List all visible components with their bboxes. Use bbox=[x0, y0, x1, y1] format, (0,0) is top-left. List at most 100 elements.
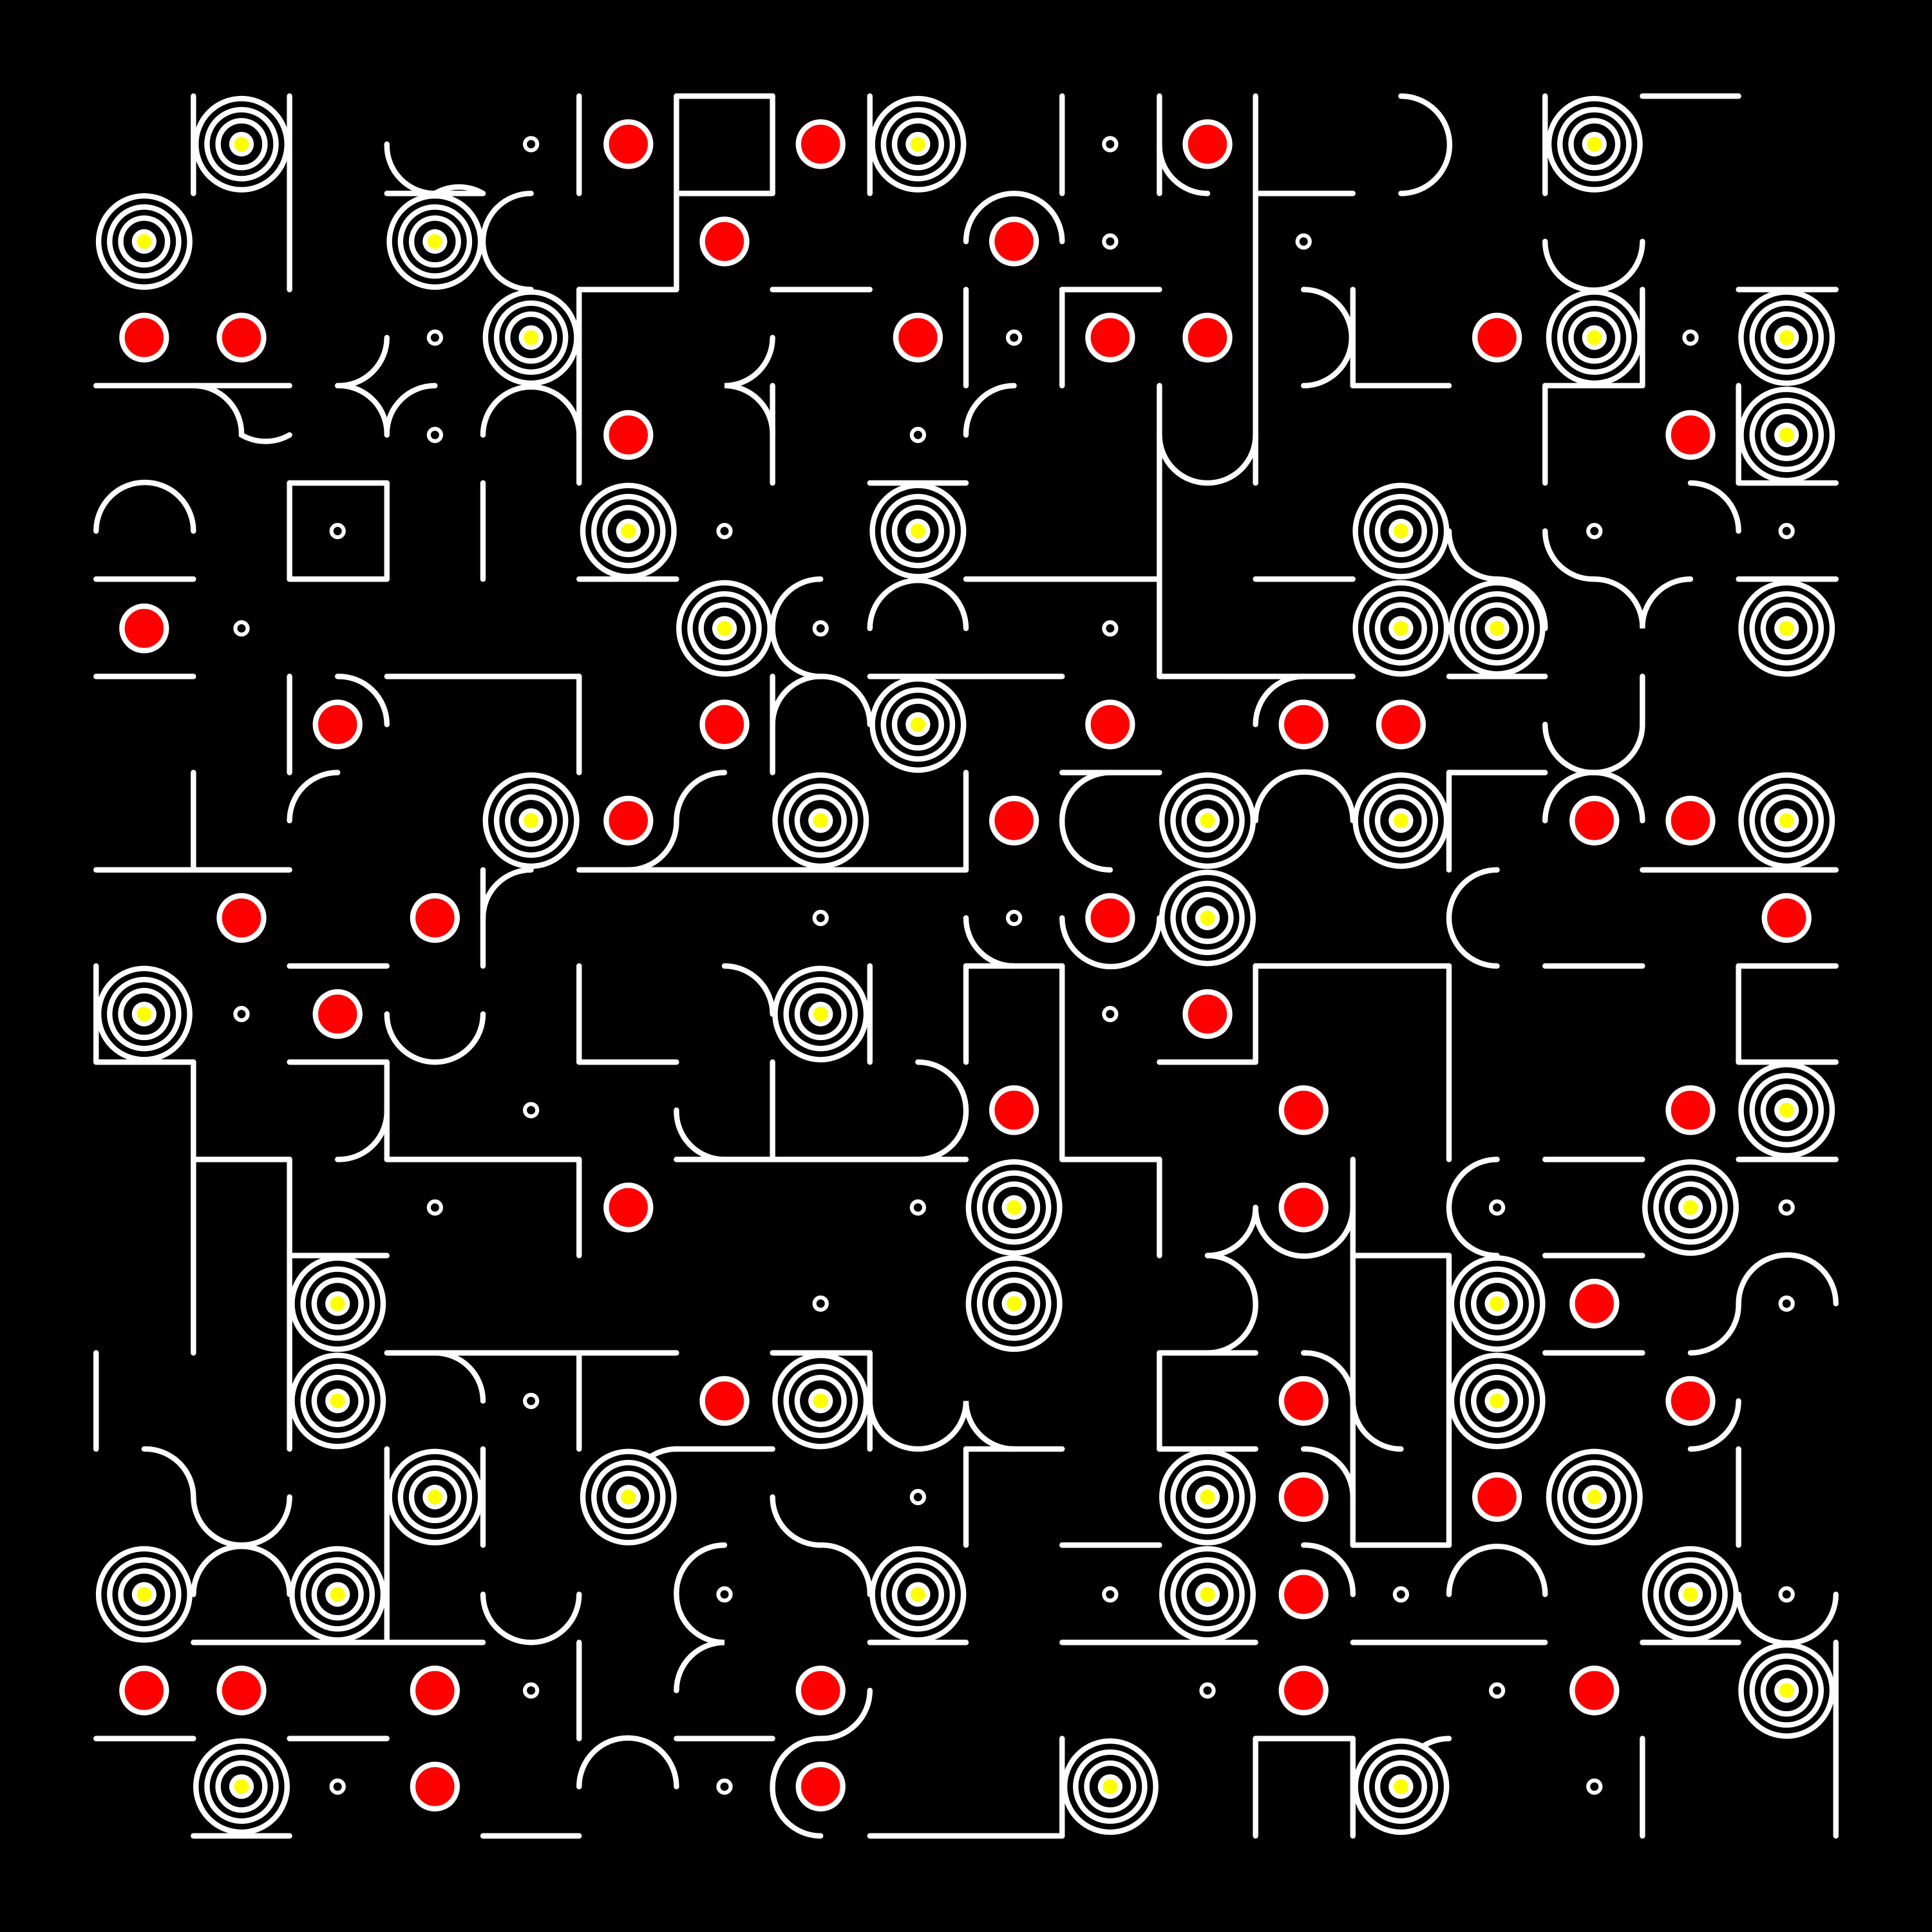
target-icon bbox=[386, 1448, 484, 1546]
arc-segment bbox=[93, 479, 196, 534]
small-ring-icon bbox=[426, 329, 444, 346]
target-icon bbox=[1352, 580, 1450, 677]
small-ring-icon bbox=[909, 426, 927, 444]
arc-segment bbox=[674, 1542, 728, 1694]
arc-segment bbox=[1301, 1446, 1356, 1500]
red-dot-icon bbox=[216, 893, 267, 943]
red-dot-icon bbox=[1182, 989, 1233, 1039]
small-ring-icon bbox=[522, 1102, 540, 1119]
arc-segment bbox=[335, 674, 390, 728]
red-dot-icon bbox=[795, 119, 846, 169]
target-icon bbox=[193, 1738, 290, 1835]
target-icon bbox=[95, 965, 193, 1063]
red-dot-icon bbox=[1182, 119, 1233, 169]
target-icon bbox=[1546, 289, 1643, 386]
arc-segment bbox=[1059, 770, 1113, 873]
red-dot-icon bbox=[1472, 312, 1522, 363]
arc-segment bbox=[1253, 674, 1307, 728]
target-icon bbox=[1352, 1738, 1450, 1835]
arc-segment bbox=[674, 770, 728, 824]
red-dot-icon bbox=[1182, 312, 1233, 363]
target-icon bbox=[772, 1352, 869, 1450]
arc-segment bbox=[674, 1107, 728, 1162]
target-icon bbox=[869, 95, 967, 193]
target-icon bbox=[1546, 1448, 1643, 1546]
small-ring-icon bbox=[1778, 1199, 1795, 1216]
target-icon bbox=[1448, 1352, 1546, 1450]
red-dot-icon bbox=[1569, 1278, 1620, 1329]
red-dot-icon bbox=[1278, 1472, 1329, 1522]
red-dot-icon bbox=[989, 795, 1039, 846]
target-icon bbox=[580, 482, 677, 580]
red-dot-icon bbox=[119, 1665, 169, 1716]
concentric-targets bbox=[95, 95, 1835, 1835]
small-ring-icon bbox=[812, 620, 829, 637]
arc-segment bbox=[867, 578, 969, 631]
red-dot-icon bbox=[1376, 699, 1426, 750]
red-dot-icon bbox=[119, 312, 169, 363]
target-icon bbox=[482, 772, 580, 869]
small-ring-icon bbox=[1778, 1586, 1795, 1603]
target-icon bbox=[1448, 1255, 1546, 1352]
target-icon bbox=[869, 1546, 967, 1643]
red-dot-icon bbox=[989, 1085, 1039, 1135]
arc-segment bbox=[1446, 867, 1500, 969]
small-ring-icon bbox=[812, 1295, 829, 1312]
red-dot-icon bbox=[1665, 410, 1716, 460]
arc-segment bbox=[1446, 528, 1548, 631]
target-icon bbox=[580, 1448, 677, 1546]
red-dot-icon bbox=[1665, 1085, 1716, 1135]
small-ring-icon bbox=[1392, 1586, 1410, 1603]
arc-segment bbox=[480, 1591, 582, 1645]
red-dot-icon bbox=[603, 1182, 654, 1233]
arc-segment bbox=[141, 1446, 292, 1548]
small-ring-icon bbox=[716, 1778, 733, 1795]
arc-segment bbox=[721, 963, 775, 1017]
target-icon bbox=[289, 1546, 386, 1643]
red-dot-icon bbox=[312, 699, 363, 750]
arc-segment bbox=[770, 1494, 873, 1597]
target-icon bbox=[1642, 1159, 1739, 1256]
target-icon bbox=[386, 193, 484, 290]
target-icon bbox=[1159, 1546, 1256, 1643]
small-ring-icon bbox=[1102, 1005, 1119, 1023]
red-dot-icon bbox=[216, 312, 267, 363]
arc-segment bbox=[1446, 1544, 1548, 1597]
target-icon bbox=[289, 1352, 386, 1450]
small-ring-icon bbox=[1778, 1295, 1795, 1312]
target-icon bbox=[1738, 386, 1835, 484]
arc-segment bbox=[1687, 1398, 1741, 1452]
small-ring-icon bbox=[1102, 233, 1119, 250]
arc-segment bbox=[287, 770, 341, 824]
red-dot-icon bbox=[1761, 893, 1812, 943]
target-icon bbox=[772, 772, 869, 869]
target-icon bbox=[1159, 1448, 1256, 1546]
red-dot-icon bbox=[1278, 1569, 1329, 1620]
arc-segment bbox=[625, 818, 679, 873]
target-icon bbox=[482, 289, 580, 386]
red-dot-icon bbox=[410, 1665, 460, 1716]
small-ring-icon bbox=[909, 1199, 927, 1216]
arc-segment bbox=[1301, 1542, 1356, 1597]
target-icon bbox=[1738, 1061, 1835, 1159]
arc-segment bbox=[1301, 1350, 1404, 1452]
target-icon bbox=[1061, 1738, 1159, 1835]
red-dot-icon bbox=[1278, 1376, 1329, 1426]
red-dot-icon bbox=[1665, 1376, 1716, 1426]
red-dot-icon bbox=[1472, 1472, 1522, 1522]
arc-segment bbox=[1253, 1204, 1356, 1259]
small-ring-icon bbox=[1488, 1199, 1506, 1216]
red-dot-icon bbox=[1569, 795, 1620, 846]
arc-segment bbox=[915, 1059, 969, 1162]
target-icon bbox=[193, 95, 290, 193]
red-dot-icon bbox=[1569, 1665, 1620, 1716]
arc-segment bbox=[963, 383, 1017, 438]
small-ring-icon bbox=[1488, 1682, 1506, 1699]
arc-segment bbox=[770, 674, 824, 728]
red-dot-icon bbox=[216, 1665, 267, 1716]
arc-segment bbox=[1301, 287, 1354, 389]
red-dot-icon bbox=[603, 410, 654, 460]
arc-segment bbox=[724, 335, 775, 438]
target-icon bbox=[965, 1255, 1063, 1352]
target-icon bbox=[869, 482, 967, 580]
